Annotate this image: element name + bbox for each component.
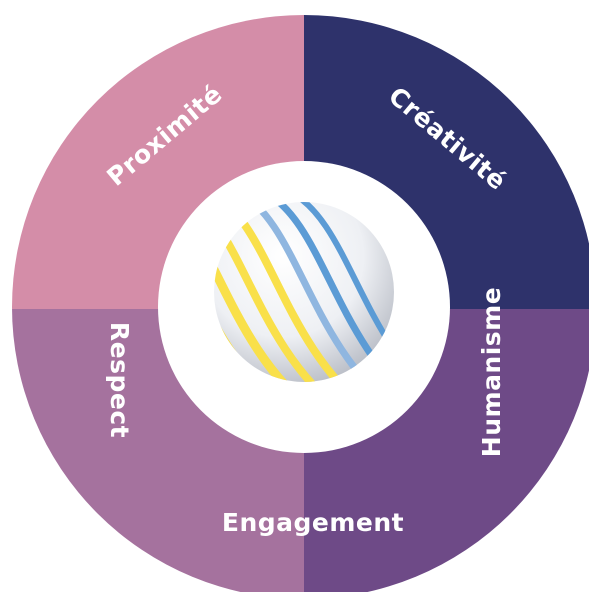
globe-stripe	[287, 202, 394, 382]
label-engagement: Engagement	[222, 508, 404, 537]
label-respect: Respect	[105, 322, 134, 438]
label-humanisme: Humanisme	[477, 287, 506, 457]
globe-stripe	[260, 202, 394, 382]
globe-icon	[214, 202, 394, 382]
globe-stripe	[214, 202, 319, 382]
globe-stripe	[214, 202, 346, 382]
